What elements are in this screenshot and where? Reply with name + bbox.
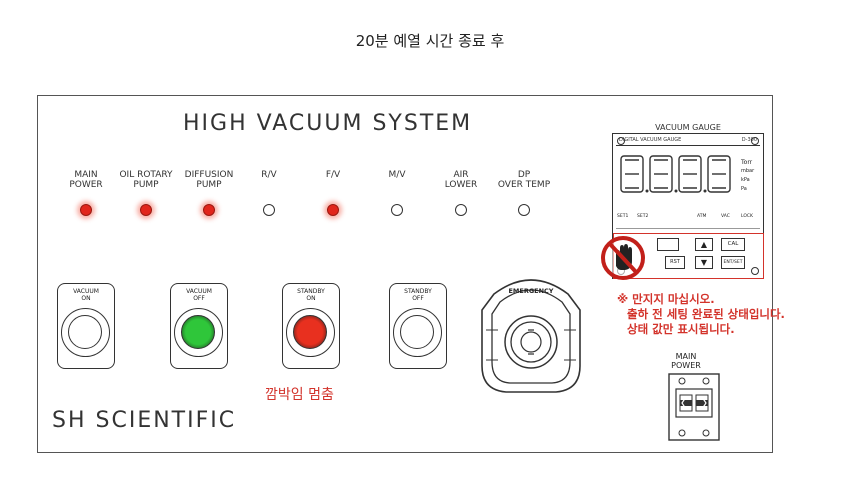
screw-icon [751, 267, 759, 275]
gauge-key-rst[interactable]: RST [665, 256, 685, 269]
indicator-label: F/V [293, 170, 373, 180]
indicator-label-line1: R/V [261, 170, 277, 180]
gauge-unit-label: kPa [741, 177, 750, 183]
push-button-label-line2: ON [81, 295, 91, 302]
gauge-status-row: SET1 SET2 ATM VAC LOCK [617, 214, 761, 222]
gauge-status-label: SET2 [637, 214, 649, 219]
indicator-label-line1: M/V [388, 170, 406, 180]
gauge-unit-label: mbar [741, 168, 755, 174]
gauge-status-label: ATM [697, 214, 707, 219]
gauge-status-label: LOCK [741, 214, 753, 219]
indicator-label: R/V [229, 170, 309, 180]
push-button-label-line1: STANDBY [404, 288, 432, 295]
push-button-ring [393, 308, 442, 357]
main-power-breaker[interactable] [668, 373, 720, 441]
push-button-cap [293, 315, 327, 349]
gauge-brand: DIGITAL VACUUM GAUGE [619, 137, 682, 143]
warning-note: ※ 만지지 마십시오. 출하 전 세팅 완료된 상태입니다. 상태 값만 표시됩… [617, 292, 785, 337]
indicator-lamp [455, 204, 467, 216]
warning-line-1: ※ 만지지 마십시오. [617, 292, 715, 306]
push-button-ring [174, 308, 223, 357]
system-title: HIGH VACUUM SYSTEM [183, 111, 473, 136]
gauge-key-down[interactable]: ▼ [695, 256, 713, 269]
indicator-lamp [391, 204, 403, 216]
indicator-label-line2: LOWER [444, 180, 478, 190]
indicator-label-line1: MAIN [74, 170, 98, 180]
indicator-label-line1: DIFFUSION [184, 170, 234, 180]
push-button-label-line2: OFF [193, 295, 205, 302]
gauge-title: VACUUM GAUGE [655, 123, 721, 132]
gauge-key-ent-set[interactable]: ENT/SET [721, 256, 745, 269]
push-button-label-line1: VACUUM [186, 288, 212, 295]
indicator-label-line1: AIR [453, 170, 469, 180]
gauge-unit-label: Pa [741, 186, 747, 192]
main-power-label-line2: POWER [671, 361, 701, 370]
emergency-stop[interactable]: EMERGENCY [476, 270, 586, 396]
gauge-key-up[interactable]: ▲ [695, 238, 713, 251]
gauge-key-blank[interactable] [657, 238, 679, 251]
indicator-label-line1: F/V [325, 170, 341, 180]
push-button-cap [68, 315, 102, 349]
emergency-guard-icon [481, 279, 581, 393]
gauge-model: D-300 [741, 137, 757, 143]
gauge-status-label: VAC [721, 214, 730, 219]
push-button-ring [286, 308, 335, 357]
indicator-lamp [327, 204, 339, 216]
indicator-label-line2: OVER TEMP [497, 180, 551, 190]
indicator-label-line2: PUMP [133, 180, 159, 190]
gauge-unit-label: Torr [741, 159, 753, 166]
main-power-label: MAIN POWER [658, 352, 714, 370]
warning-line-3: 상태 값만 표시됩니다. [627, 322, 735, 336]
gauge-display [620, 155, 731, 193]
push-button-label-line2: ON [306, 295, 316, 302]
blink-stop-note: 깜박임 멈춤 [265, 387, 334, 403]
indicator-label-line2: POWER [69, 180, 103, 190]
page-heading: 20분 예열 시간 종료 후 [355, 32, 505, 50]
gauge-status-label: SET1 [617, 214, 629, 219]
indicator-lamp [203, 204, 215, 216]
push-button-cap [400, 315, 434, 349]
push-button-label-line1: STANDBY [297, 288, 325, 295]
push-button-ring [61, 308, 110, 357]
indicator-lamp [140, 204, 152, 216]
indicator-label: M/V [357, 170, 437, 180]
screw-icon [751, 137, 759, 145]
push-button-label-line2: OFF [412, 295, 424, 302]
gauge-key-cal[interactable]: CAL [721, 238, 745, 251]
warning-line-2: 출하 전 세팅 완료된 상태입니다. [627, 307, 785, 321]
push-button-cap [181, 315, 215, 349]
main-power-label-line1: MAIN [675, 352, 697, 361]
indicator-label-line1: DP [517, 170, 531, 180]
indicator-label-line2: PUMP [196, 180, 222, 190]
indicator-lamp [80, 204, 92, 216]
indicator-lamp [263, 204, 275, 216]
brand-name: SH SCIENTIFIC [52, 408, 237, 433]
screw-icon [617, 137, 625, 145]
indicator-label-line1: OIL ROTARY [119, 170, 173, 180]
push-button-label-line1: VACUUM [73, 288, 99, 295]
no-touch-icon [601, 236, 645, 280]
emergency-label: EMERGENCY [508, 287, 554, 295]
indicator-lamp [518, 204, 530, 216]
